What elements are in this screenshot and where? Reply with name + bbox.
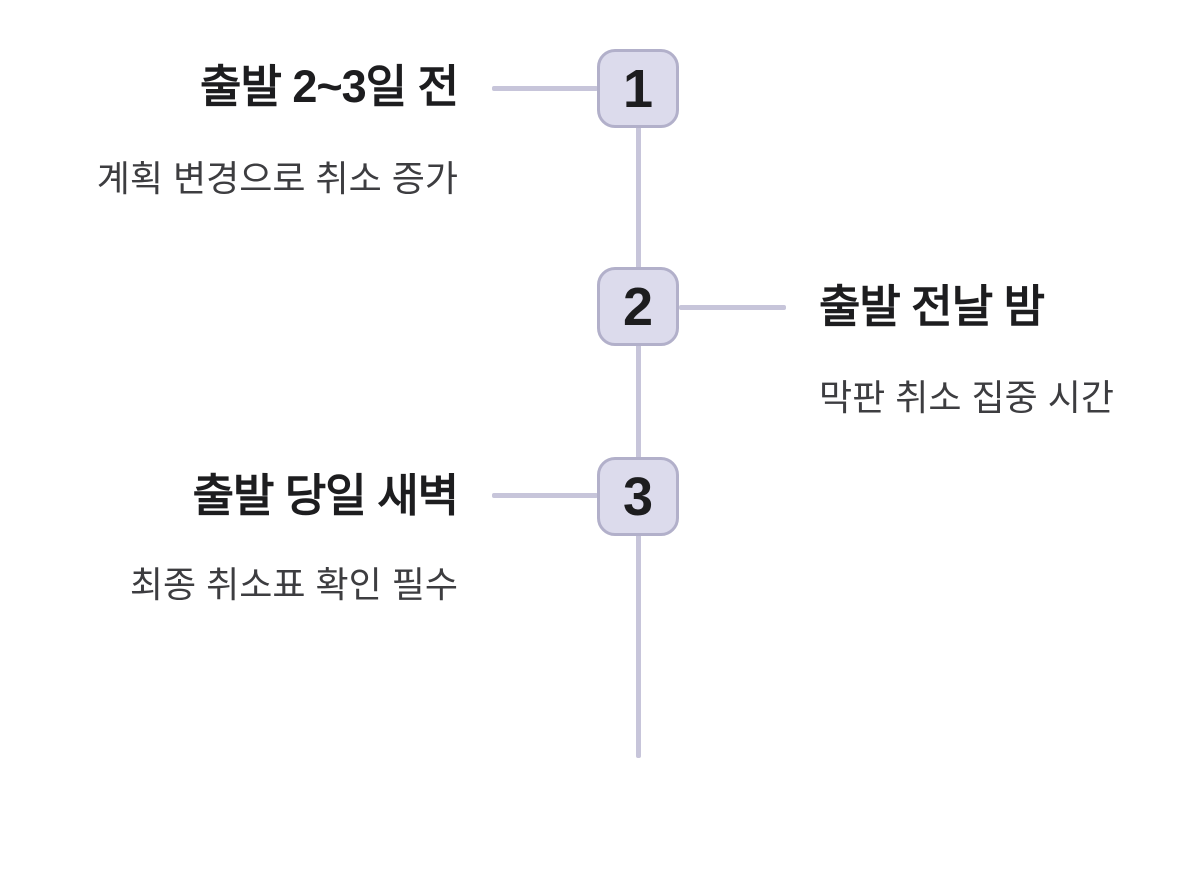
step-1-subtitle: 계획 변경으로 취소 증가 xyxy=(96,158,458,199)
step-2-badge: 2 xyxy=(597,267,679,346)
step-1-number: 1 xyxy=(622,58,654,119)
step-2-subtitle: 막판 취소 집중 시간 xyxy=(819,377,1114,418)
step-2-number: 2 xyxy=(622,276,654,337)
step-3-subtitle: 최종 취소표 확인 필수 xyxy=(129,564,458,605)
step-2-title: 출발 전날 밤 xyxy=(819,281,1045,332)
step-3-badge: 3 xyxy=(597,457,679,536)
step-3-title: 출발 당일 새벽 xyxy=(192,470,459,521)
timeline-vertical-line xyxy=(636,89,641,758)
step-3-connector-line xyxy=(492,493,598,498)
step-1-connector-line xyxy=(492,86,598,91)
step-2-connector-line xyxy=(679,305,786,310)
step-3-number: 3 xyxy=(622,466,654,527)
step-1-title: 출발 2~3일 전 xyxy=(200,61,459,112)
step-1-badge: 1 xyxy=(597,49,679,128)
